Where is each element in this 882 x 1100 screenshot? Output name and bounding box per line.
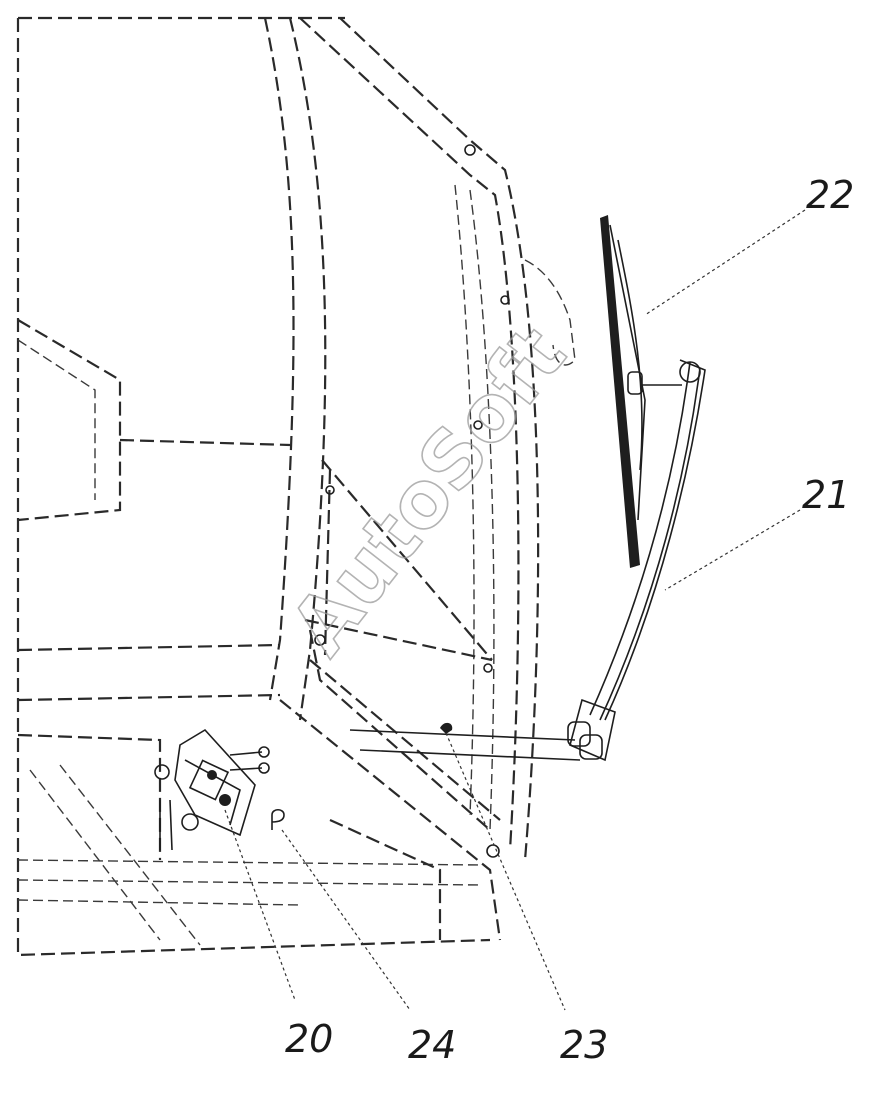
fastener bbox=[271, 808, 285, 830]
wiper-blade bbox=[600, 215, 682, 568]
callout-20: 20 bbox=[285, 1017, 333, 1061]
callout-22: 22 bbox=[806, 173, 854, 217]
leader-20 bbox=[224, 809, 296, 1001]
washer-nozzle bbox=[349, 722, 581, 858]
callout-21: 21 bbox=[802, 473, 850, 517]
leader-lines bbox=[224, 209, 806, 1011]
leader-23 bbox=[445, 732, 566, 1011]
door-window-frame bbox=[304, 144, 510, 831]
leader-21 bbox=[664, 509, 801, 591]
wiper-arm bbox=[567, 359, 706, 762]
callout-24: 24 bbox=[408, 1023, 456, 1067]
wiper-motor bbox=[154, 728, 270, 851]
callout-23: 23 bbox=[560, 1023, 608, 1067]
leader-24 bbox=[281, 829, 411, 1011]
leader-22 bbox=[644, 209, 806, 316]
cab-outline bbox=[16, 16, 576, 957]
